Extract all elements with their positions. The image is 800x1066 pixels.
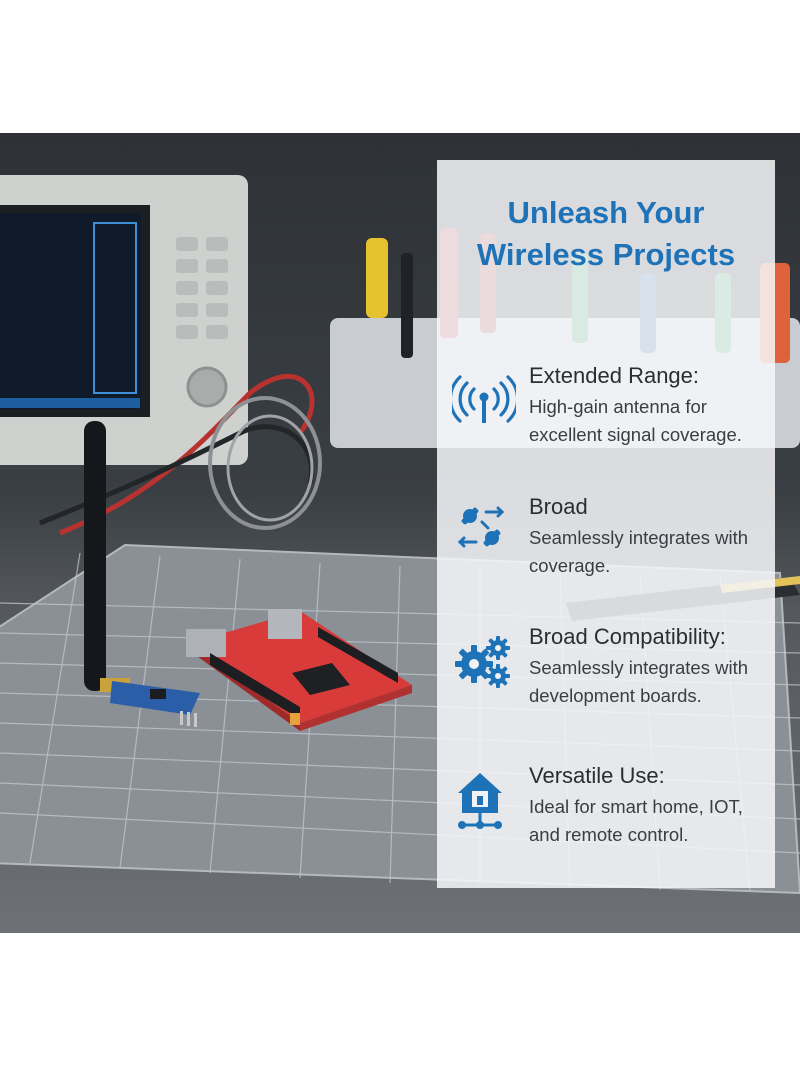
feature-title: Broad Compatibility: (529, 624, 726, 649)
feature-description-line: excellent signal coverage. (529, 424, 742, 445)
feature-description: High-gain antenna for excellent signal c… (529, 393, 742, 449)
headline-line-2: Wireless Projects (476, 237, 736, 272)
smart-home-network-icon (458, 773, 502, 829)
gears-icon (455, 636, 510, 688)
feature-description-line: Seamlessly integrates with (529, 527, 749, 548)
development-board (186, 609, 412, 731)
feature-title: Extended Range: (529, 363, 700, 388)
feature-description: Seamlessly integrates with development b… (529, 654, 748, 710)
oscilloscope (0, 175, 248, 465)
feature-description-line: High-gain antenna for (529, 396, 707, 417)
feature-description-line: development boards. (529, 685, 702, 706)
feature-title: Broad (529, 494, 588, 519)
feature-description-line: Seamlessly integrates with (529, 657, 749, 678)
feature-title: Versatile Use: (529, 763, 665, 788)
feature-description-line: Ideal for smart home, IOT, (529, 796, 743, 817)
feature-description: Ideal for smart home, IOT, and remote co… (529, 793, 743, 849)
signal-antenna-icon (452, 375, 516, 423)
cables (39, 373, 322, 536)
feature-description-line: coverage. (529, 555, 611, 576)
antenna-module (84, 421, 200, 727)
feature-description-line: and remote control. (529, 824, 689, 845)
headline: Unleash Your Wireless Projects (437, 192, 775, 276)
connection-nodes-icon (457, 506, 505, 548)
feature-panel (437, 160, 775, 888)
feature-description: Seamlessly integrates with coverage. (529, 524, 748, 580)
headline-line-1: Unleash Your (507, 195, 705, 230)
